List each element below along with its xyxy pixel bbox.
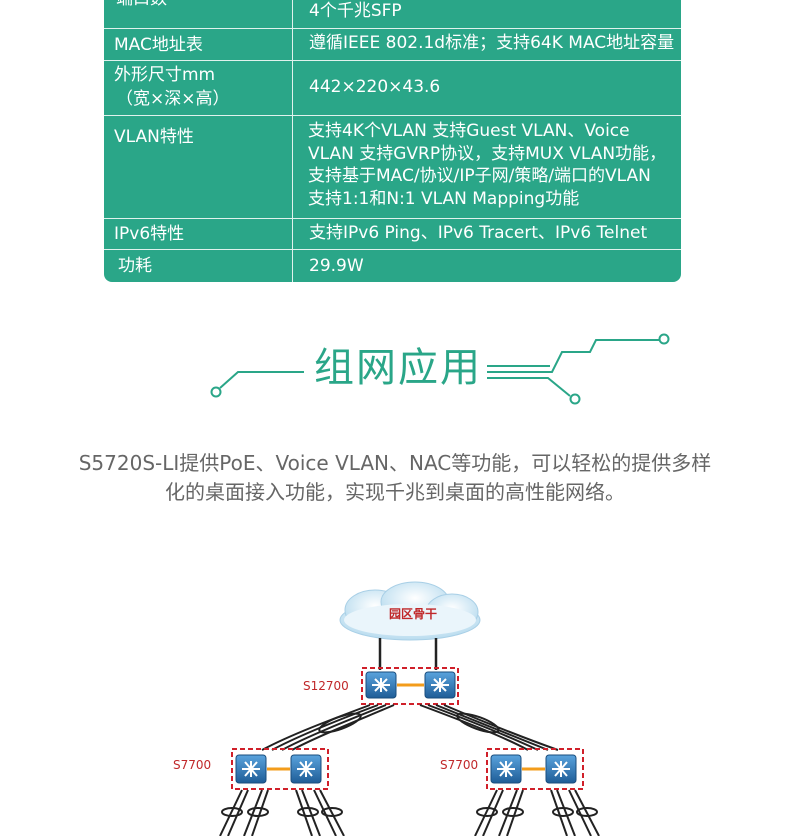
section-description-line2: 化的桌面接入功能，实现千兆到桌面的高性能网络。 — [165, 480, 625, 504]
spec-label-sub: （宽×深×高） — [116, 89, 230, 109]
section-description-line1: S5720S-LI提供PoE、Voice VLAN、NAC等功能，可以轻松的提供… — [78, 451, 712, 475]
core-label: S12700 — [303, 679, 349, 693]
spec-table: 端口数 4个千兆SFP MAC地址表 遵循IEEE 802.1d标准；支持64K… — [104, 0, 681, 282]
title-decoration — [210, 333, 670, 405]
section-title: 组网应用 — [314, 345, 482, 391]
spec-value: 29.9W — [309, 256, 364, 276]
spec-row-ipv6: IPv6特性 支持IPv6 Ping、IPv6 Tracert、IPv6 Tel… — [104, 219, 681, 250]
core-switch-icon — [365, 671, 397, 699]
cloud-label: 园区骨干 — [389, 607, 437, 621]
spec-label: 外形尺寸mm — [114, 65, 216, 85]
spec-value: 遵循IEEE 802.1d标准；支持64K MAC地址容量 — [309, 33, 675, 53]
spec-value: 442×220×43.6 — [309, 77, 441, 97]
spec-label: VLAN特性 — [114, 127, 194, 147]
spec-value: 支持IPv6 Ping、IPv6 Tracert、IPv6 Telnet — [309, 223, 648, 243]
agg-switch-icon — [490, 754, 522, 784]
spec-label: 功耗 — [118, 256, 152, 276]
spec-label: MAC地址表 — [114, 35, 203, 55]
spec-row-ports: 端口数 4个千兆SFP — [104, 0, 681, 29]
agg-left-label: S7700 — [173, 758, 211, 772]
core-switch-icon — [424, 671, 456, 699]
spec-row-power: 功耗 29.9W — [104, 250, 681, 282]
spec-row-mac: MAC地址表 遵循IEEE 802.1d标准；支持64K MAC地址容量 — [104, 29, 681, 61]
spec-value: 支持4K个VLAN 支持Guest VLAN、Voice VLAN 支持GVRP… — [308, 121, 667, 209]
spec-value: 4个千兆SFP — [309, 1, 402, 21]
spec-label: 端口数 — [116, 0, 167, 10]
agg-switch-icon — [545, 754, 577, 784]
cloud-icon — [339, 581, 481, 641]
network-diagram: 园区骨干 S12700 S7700 — [173, 581, 600, 836]
spec-row-dimensions: 外形尺寸mm （宽×深×高） 442×220×43.6 — [104, 61, 681, 116]
agg-switch-icon — [235, 754, 267, 784]
spec-row-vlan: VLAN特性 支持4K个VLAN 支持Guest VLAN、Voice VLAN… — [104, 116, 681, 219]
agg-switch-icon — [290, 754, 322, 784]
spec-label: IPv6特性 — [114, 224, 185, 244]
agg-right-label: S7700 — [440, 758, 478, 772]
